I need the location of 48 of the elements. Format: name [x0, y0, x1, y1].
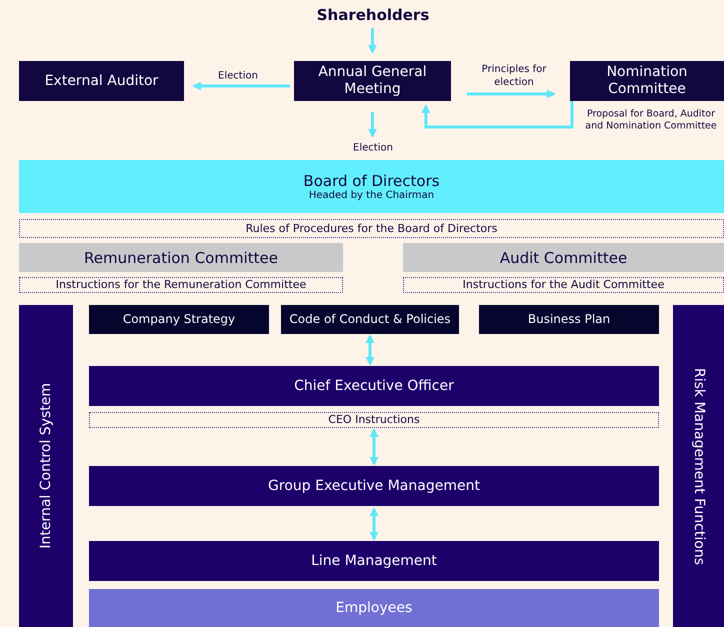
governance-box	[294, 61, 451, 101]
document-box	[403, 277, 724, 293]
arrow	[192, 82, 290, 90]
node-title: CEO Instructions	[328, 413, 420, 427]
node-title: Chief Executive Officer	[294, 378, 454, 394]
node-title: Instructions for the Remuneration Committee	[56, 278, 306, 292]
management-box	[89, 466, 659, 506]
arrow	[370, 507, 378, 541]
node-title: Business Plan	[528, 312, 610, 327]
node-subtitle: Headed by the Chairman	[308, 190, 434, 202]
node-title: Audit Committee	[500, 248, 628, 266]
document-box	[89, 305, 269, 334]
node-title: Line Management	[311, 552, 437, 570]
node-title: Board of Directors	[303, 172, 440, 190]
document-box	[89, 412, 659, 428]
node-title: Shareholders	[316, 6, 430, 24]
node-title: Risk Management Functions	[690, 368, 707, 564]
node-title: Remuneration Committee	[84, 248, 278, 266]
node-title: Group Executive Management	[268, 478, 480, 494]
employees-box	[89, 589, 659, 627]
board-banner	[19, 160, 724, 213]
side-bar	[19, 305, 73, 627]
document-box	[479, 305, 659, 334]
node-title: Instructions for the Audit Committee	[462, 278, 664, 292]
node-title: Company Strategy	[122, 312, 236, 327]
node-title: Internal Control System	[38, 383, 54, 549]
node-title: Nomination Committee	[606, 64, 688, 98]
arrow	[467, 90, 556, 98]
side-bar	[673, 305, 724, 627]
node-title: Rules of Procedures for the Board of Directors	[246, 222, 498, 236]
node-title: External Auditor	[44, 72, 158, 90]
arrow	[368, 28, 377, 54]
node-title: Employees	[336, 600, 412, 616]
document-box	[19, 277, 343, 293]
committee-box	[403, 243, 724, 272]
node-title: Code of Conduct & Policies	[289, 312, 451, 327]
node-title: Annual General Meeting	[317, 64, 428, 98]
committee-box	[19, 243, 343, 272]
document-box	[19, 219, 724, 238]
arrow	[421, 101, 574, 128]
management-box	[89, 366, 659, 406]
governance-box	[19, 61, 184, 101]
arrow	[366, 334, 374, 366]
document-box	[281, 305, 459, 334]
arrow	[370, 428, 378, 466]
management-box	[89, 541, 659, 581]
arrow	[368, 112, 377, 138]
governance-box	[570, 61, 724, 101]
